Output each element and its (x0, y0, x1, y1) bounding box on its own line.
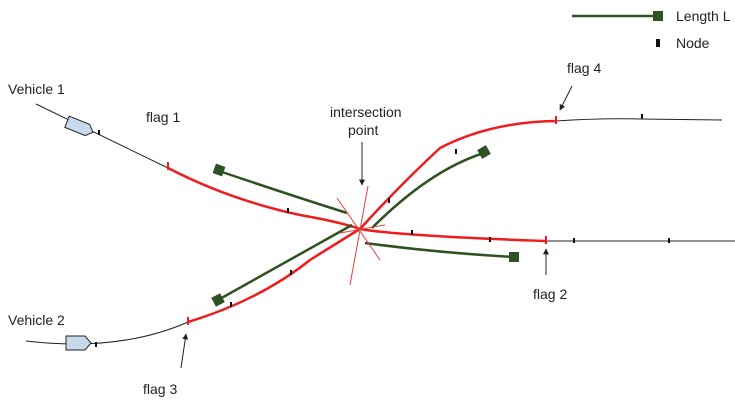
arrow-flag4 (559, 85, 573, 111)
legend-length-marker (653, 11, 663, 21)
intersection-label-line1: intersection (330, 104, 402, 120)
vehicle2-road-downstream (555, 118, 723, 122)
flag4-label: flag 4 (567, 60, 601, 76)
node (668, 238, 670, 243)
legend-length-label: Length L (676, 8, 731, 24)
vehicle1-icon (64, 115, 94, 137)
length-marker-v2-downstream (477, 145, 491, 159)
vehicle2-road-upstream (25, 321, 189, 345)
flag1-label: flag 1 (146, 109, 180, 125)
node (489, 237, 491, 242)
legend-node-label: Node (676, 35, 710, 51)
node (641, 114, 643, 119)
vehicle1-road-upstream (35, 103, 169, 169)
length-segment-v2-upstream (217, 223, 353, 302)
flag3-label: flag 3 (143, 381, 177, 397)
nodes (95, 114, 670, 347)
node (455, 149, 457, 154)
length-marker-v1-downstream (509, 252, 519, 262)
node (388, 198, 390, 203)
node (411, 230, 413, 235)
vehicle2-icon (65, 335, 92, 351)
length-segment-v2-downstream (371, 151, 485, 229)
node (287, 208, 289, 213)
length-marker-v2-upstream (211, 293, 225, 307)
vehicle2-label: Vehicle 2 (8, 312, 65, 328)
intersection-line-c (339, 224, 386, 234)
node (290, 270, 292, 275)
intersection-line-a (336, 197, 381, 261)
vehicle1-label: Vehicle 1 (8, 81, 65, 97)
arrow-flag3 (180, 333, 189, 369)
length-segment-v1-downstream (364, 241, 515, 259)
legend-node-marker (656, 39, 660, 47)
intersection-label-line2: point (348, 122, 378, 138)
node (573, 238, 575, 243)
vehicle1-conflict-path (167, 166, 547, 243)
vehicle2-conflict-path (187, 119, 557, 324)
node (98, 130, 100, 135)
node (230, 302, 232, 307)
intersection-line-b (349, 185, 369, 286)
legend: Length L Node (572, 8, 731, 51)
node (95, 342, 97, 347)
flag2-label: flag 2 (533, 286, 567, 302)
length-segment-v1-upstream (218, 169, 348, 215)
length-marker-v1-upstream (212, 163, 226, 177)
